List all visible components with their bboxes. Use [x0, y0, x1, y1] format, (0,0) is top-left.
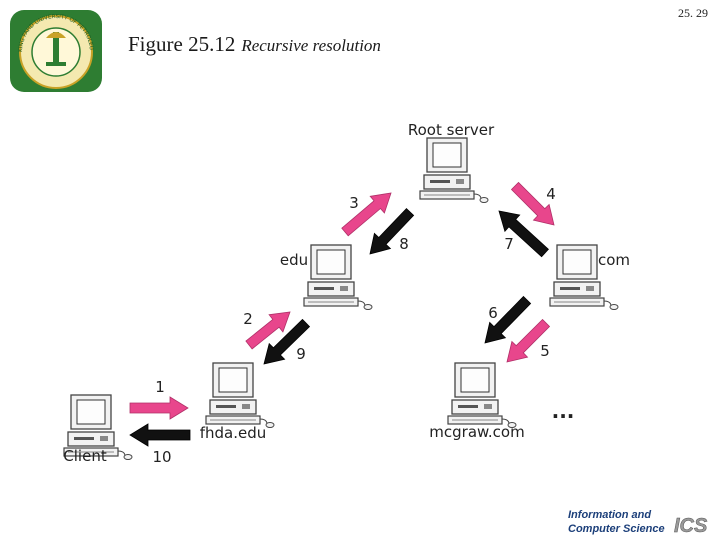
- step-label-5: 5: [540, 342, 550, 360]
- slide-number: 25. 29: [678, 6, 708, 20]
- fhda-label: fhda.edu: [200, 424, 267, 442]
- step-arrow-1: [129, 396, 189, 420]
- step-arrow-10: [129, 423, 191, 447]
- step-label-10: 10: [152, 448, 171, 466]
- mcgraw-label: mcgraw.com: [429, 423, 524, 441]
- step-label-6: 6: [488, 304, 498, 322]
- footer-line-1: Information and: [568, 509, 651, 521]
- slide-title: Figure 25.12 Recursive resolution: [128, 32, 381, 57]
- edu-label: edu: [280, 251, 308, 269]
- step-label-3: 3: [349, 194, 359, 212]
- query-arrows: [129, 181, 555, 447]
- step-arrow-5: [506, 318, 551, 363]
- step-arrow-7: [498, 210, 549, 258]
- step-arrow-9: [263, 318, 311, 365]
- step-label-9: 9: [296, 345, 306, 363]
- root-server-label: Root server: [408, 121, 495, 139]
- ics-footer-logo: Information and Computer Science ICS: [568, 509, 708, 536]
- figure-number: Figure 25.12: [128, 32, 236, 56]
- step-label-8: 8: [399, 235, 409, 253]
- mcgraw-server-computer: [447, 362, 517, 429]
- figure-caption: Recursive resolution: [241, 36, 381, 55]
- step-arrow-2: [245, 311, 291, 350]
- step-arrow-8: [369, 208, 415, 255]
- step-arrow-6: [484, 295, 532, 344]
- more-servers-ellipsis: ...: [552, 399, 575, 423]
- root-server-computer: [419, 137, 489, 204]
- fhda-server-computer: [205, 362, 275, 429]
- step-label-7: 7: [504, 235, 514, 253]
- footer-line-2: Computer Science: [568, 523, 665, 535]
- client-label: Client: [63, 447, 107, 465]
- step-label-4: 4: [546, 185, 556, 203]
- step-label-1: 1: [155, 378, 165, 396]
- step-arrow-3: [341, 192, 392, 237]
- step-arrow-4: [510, 181, 555, 226]
- com-label: com: [598, 251, 630, 269]
- edu-server-computer: [303, 244, 373, 311]
- step-label-2: 2: [243, 310, 253, 328]
- footer-ics-mark: ICS: [674, 515, 708, 536]
- university-logo: KING FAHD UNIVERSITY OF PETROLEUM & MINE…: [8, 8, 102, 92]
